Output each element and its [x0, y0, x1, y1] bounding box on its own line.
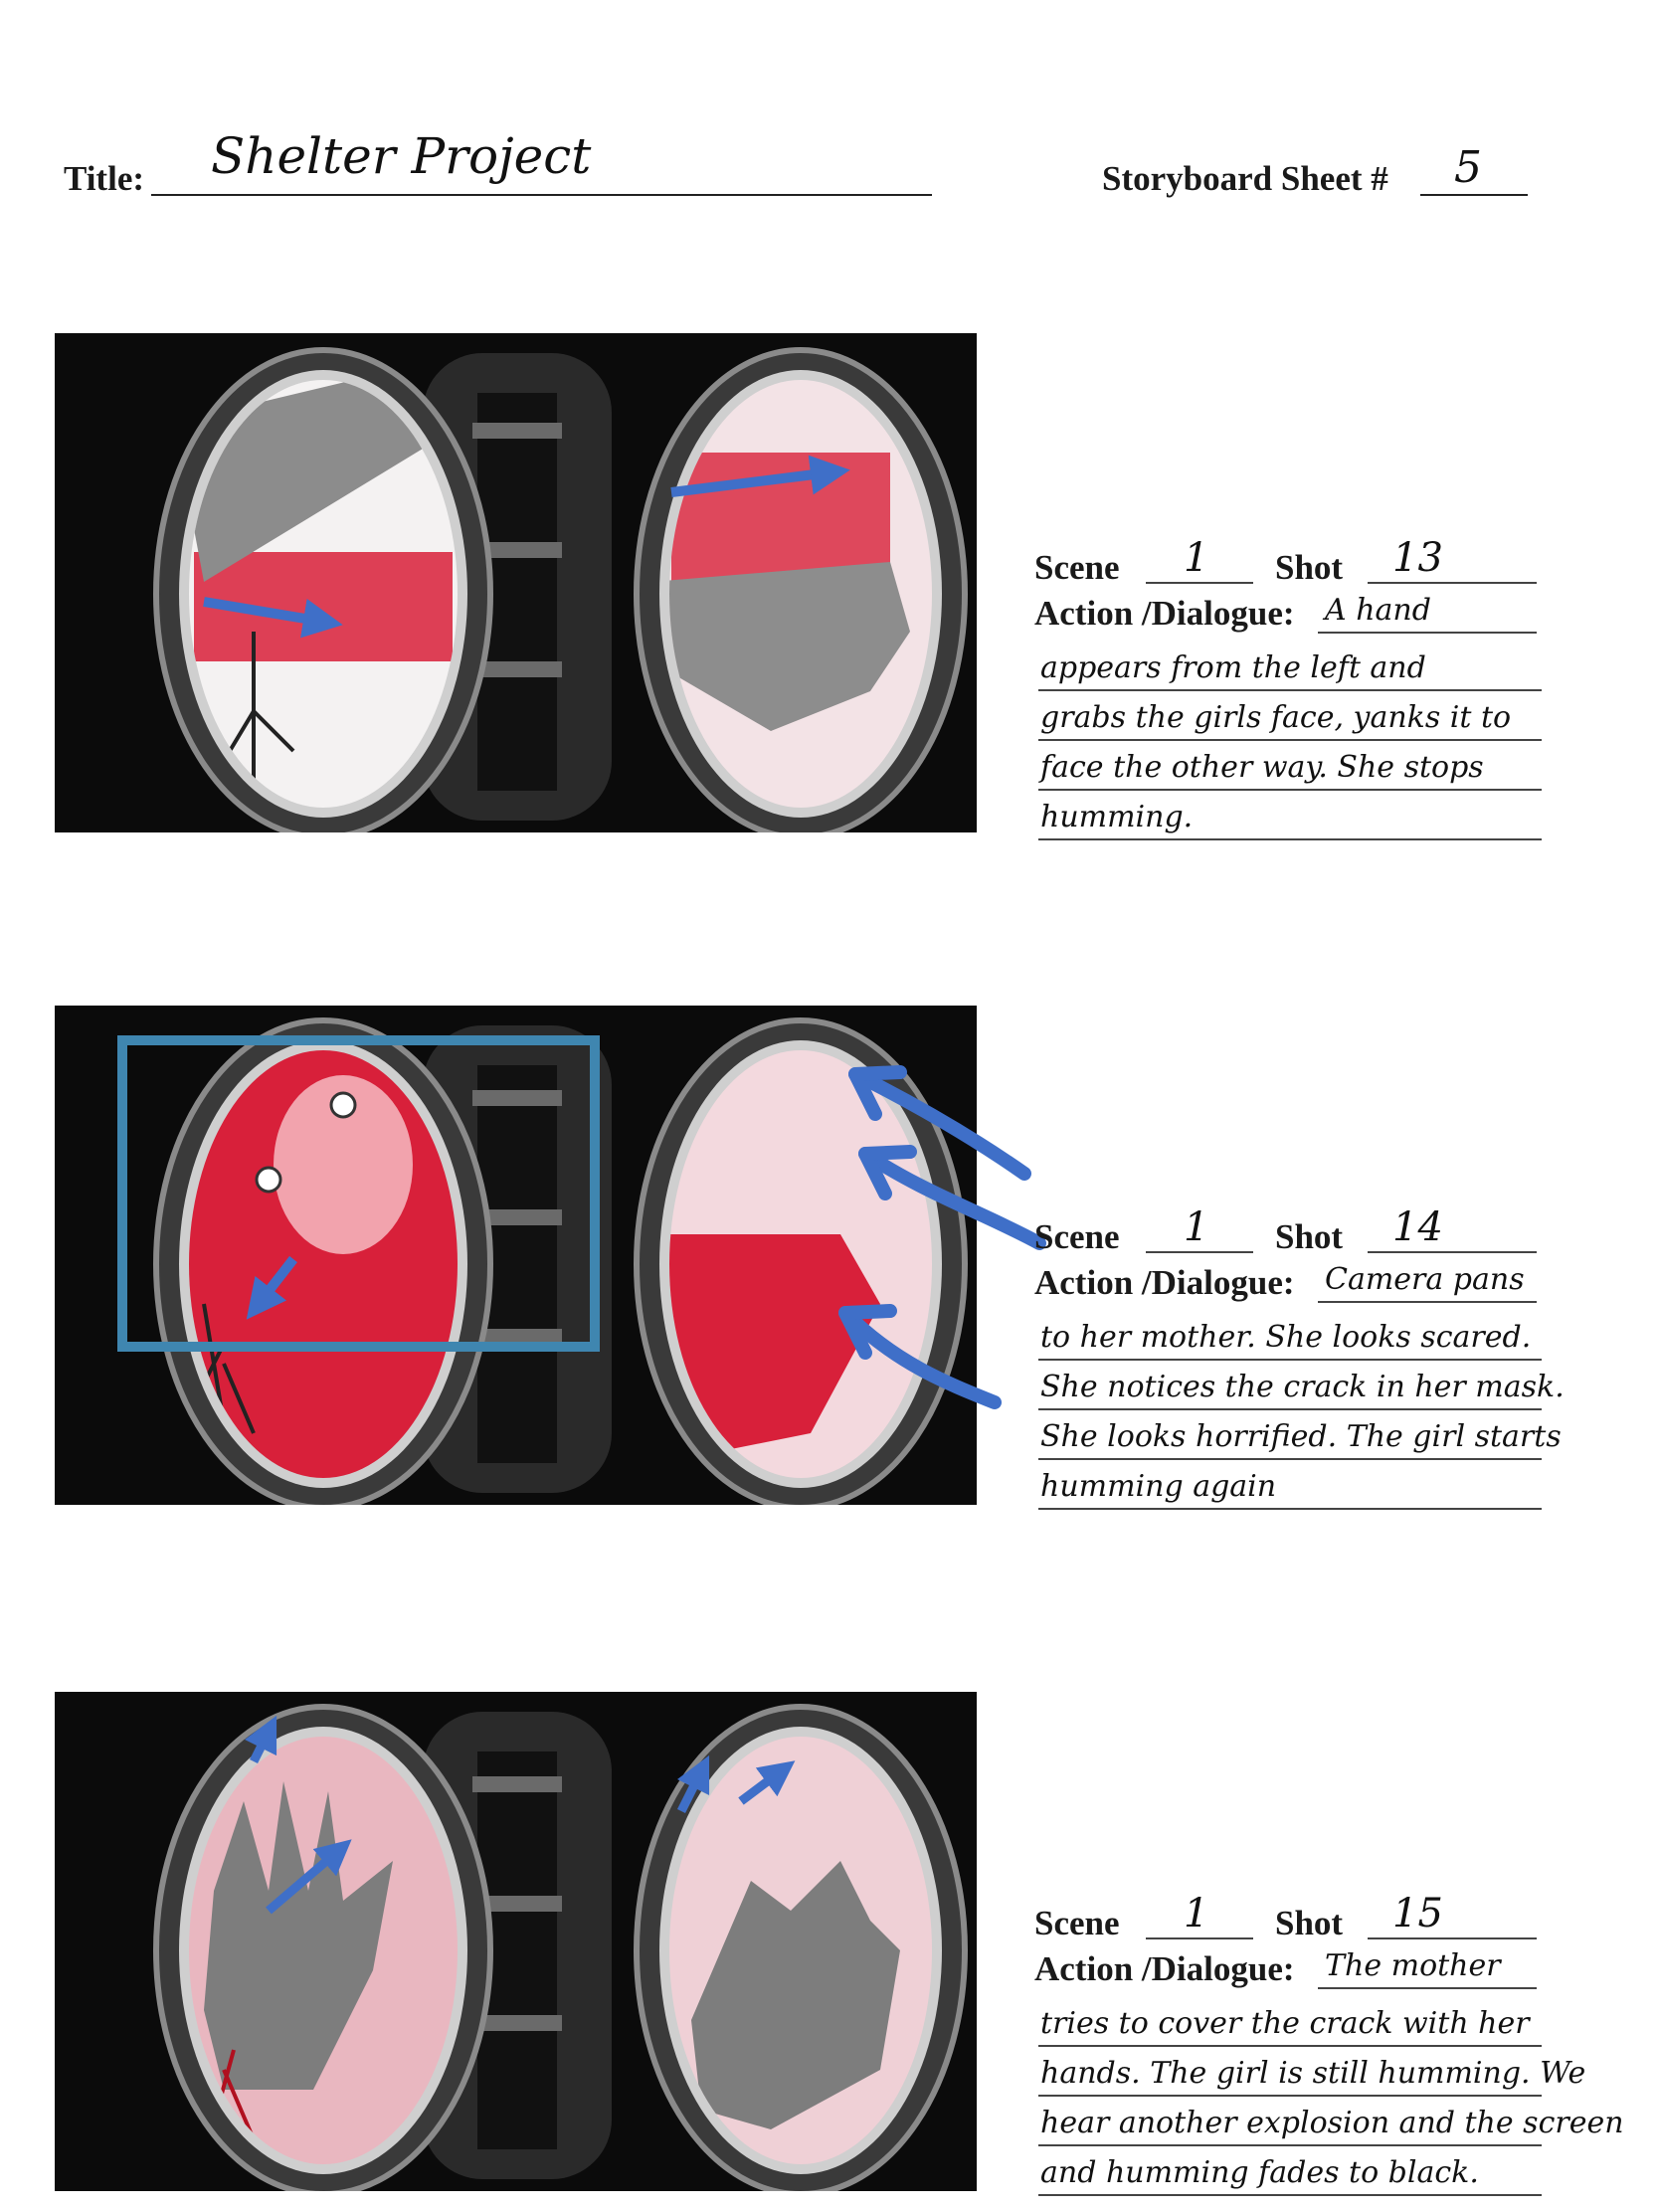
action-underline: [1038, 2095, 1542, 2097]
panel-2-notes: Scene 1 Shot 14 Action /Dialogue: Camera…: [1034, 1207, 1565, 1514]
action-line: She looks horrified. The girl starts: [1034, 1414, 1562, 1464]
action-underline: [1038, 739, 1542, 741]
title-underline: [151, 194, 932, 196]
title-label: Title:: [64, 159, 145, 198]
action-underline: [1038, 838, 1542, 840]
action-heading-row: Action /Dialogue: The mother: [1034, 1947, 1542, 2001]
panel-3-notes: Scene 1 Shot 15 Action /Dialogue: The mo…: [1034, 1894, 1624, 2200]
panel-2-drawing: [55, 1006, 977, 1505]
scene-value: 1: [1184, 1204, 1209, 1250]
action-line-text: appears from the left and: [1040, 650, 1426, 685]
action-underline: [1038, 689, 1542, 691]
action-underline: [1038, 2144, 1542, 2146]
shot-value: 15: [1392, 1891, 1443, 1936]
shot-label: Shot: [1275, 1217, 1344, 1256]
scene-label: Scene: [1034, 1217, 1120, 1256]
action-line: appears from the left and: [1034, 645, 1542, 695]
shot-underline: [1368, 1251, 1537, 1253]
action-underline: [1038, 1508, 1542, 1510]
sheet-number-label: Storyboard Sheet #: [1102, 159, 1388, 198]
action-line-text: She looks horrified. The girl starts: [1040, 1419, 1562, 1454]
scene-shot-row: Scene 1 Shot 13: [1034, 538, 1542, 592]
panel-3-frame: [55, 1692, 977, 2191]
panel-1-notes: Scene 1 Shot 13 Action /Dialogue: A hand…: [1034, 538, 1542, 844]
scene-label: Scene: [1034, 548, 1120, 587]
action-line: humming again: [1034, 1464, 1542, 1514]
action-heading-row: Action /Dialogue: Camera pans: [1034, 1261, 1542, 1315]
action-underline: [1318, 1987, 1537, 1989]
action-label: Action /Dialogue:: [1034, 594, 1295, 633]
action-line: hands. The girl is still humming. We: [1034, 2051, 1585, 2101]
action-underline: [1318, 632, 1537, 634]
action-line: face the other way. She stops: [1034, 745, 1542, 795]
action-line-text: to her mother. She looks scared.: [1040, 1320, 1532, 1355]
panel-2-frame: [55, 1006, 977, 1505]
action-line-text: and humming fades to black.: [1040, 2155, 1479, 2190]
action-line: grabs the girls face, yanks it to: [1034, 695, 1542, 745]
shot-value: 14: [1392, 1204, 1443, 1250]
action-line: hear another explosion and the screen: [1034, 2101, 1624, 2150]
action-underline: [1038, 1359, 1542, 1361]
action-line: humming.: [1034, 795, 1542, 844]
title-value: Shelter Project: [211, 127, 592, 185]
action-first-text: Camera pans: [1325, 1262, 1525, 1297]
action-line-text: face the other way. She stops: [1040, 750, 1484, 785]
action-underline: [1038, 1458, 1542, 1460]
panel-1-drawing: [55, 333, 977, 832]
scene-underline: [1146, 1251, 1253, 1253]
panel-3-drawing: [55, 1692, 977, 2191]
action-line: She notices the crack in her mask.: [1034, 1365, 1565, 1414]
scene-shot-row: Scene 1 Shot 15: [1034, 1894, 1542, 1947]
action-underline: [1318, 1301, 1537, 1303]
action-line-text: tries to cover the crack with her: [1040, 2006, 1530, 2041]
action-line: and humming fades to black.: [1034, 2150, 1542, 2200]
action-underline: [1038, 789, 1542, 791]
shot-underline: [1368, 1937, 1537, 1939]
action-line-text: She notices the crack in her mask.: [1040, 1370, 1565, 1404]
action-underline: [1038, 1408, 1542, 1410]
scene-value: 1: [1184, 535, 1209, 581]
action-underline: [1038, 2194, 1542, 2196]
shot-label: Shot: [1275, 1904, 1344, 1942]
action-first-text: The mother: [1325, 1948, 1501, 1983]
scene-underline: [1146, 1937, 1253, 1939]
scene-value: 1: [1184, 1891, 1209, 1936]
action-line-text: hear another explosion and the screen: [1040, 2106, 1624, 2140]
action-line-text: humming.: [1040, 800, 1194, 834]
sheet-number-underline: [1420, 194, 1528, 196]
action-line: to her mother. She looks scared.: [1034, 1315, 1542, 1365]
action-first-text: A hand: [1325, 593, 1431, 628]
scene-shot-row: Scene 1 Shot 14: [1034, 1207, 1542, 1261]
action-line: tries to cover the crack with her: [1034, 2001, 1542, 2051]
action-underline: [1038, 2045, 1542, 2047]
action-heading-row: Action /Dialogue: A hand: [1034, 592, 1542, 645]
shot-value: 13: [1392, 535, 1443, 581]
action-line-text: grabs the girls face, yanks it to: [1040, 700, 1512, 735]
action-line-text: humming again: [1040, 1469, 1277, 1504]
scene-underline: [1146, 582, 1253, 584]
shot-label: Shot: [1275, 548, 1344, 587]
action-label: Action /Dialogue:: [1034, 1263, 1295, 1302]
scene-label: Scene: [1034, 1904, 1120, 1942]
action-line-text: hands. The girl is still humming. We: [1040, 2056, 1586, 2091]
panel-1-frame: [55, 333, 977, 832]
sheet-number-value: 5: [1454, 142, 1482, 193]
camera-pan-arrows: [838, 1065, 1046, 1409]
shot-underline: [1368, 582, 1537, 584]
action-label: Action /Dialogue:: [1034, 1949, 1295, 1988]
